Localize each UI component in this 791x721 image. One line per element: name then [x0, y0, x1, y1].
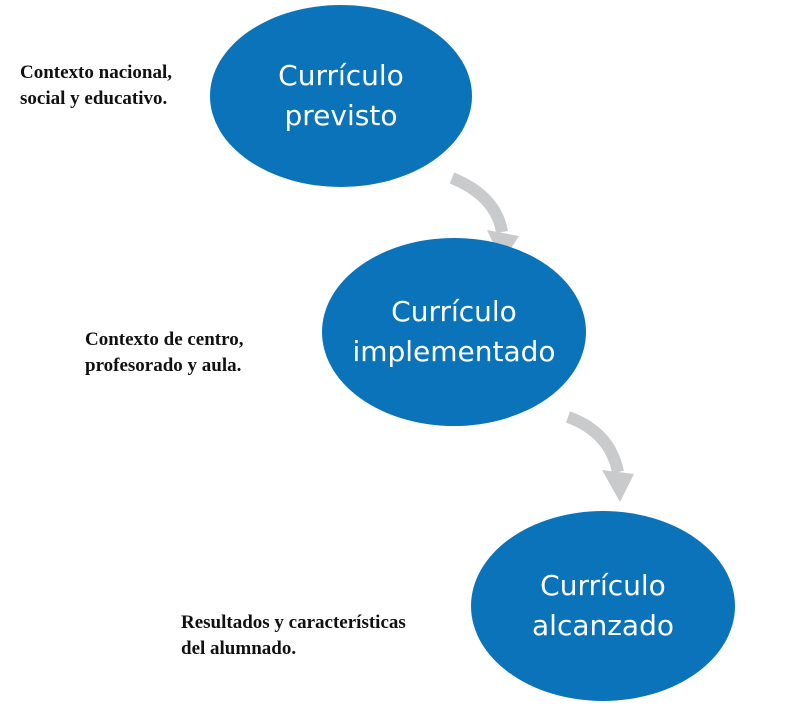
context-line-2: social y educativo. — [20, 88, 168, 109]
context-line-1: Resultados y características — [181, 612, 406, 633]
node-label-line-2: alcanzado — [532, 609, 674, 642]
node-label-line-1: Currículo — [540, 569, 666, 602]
node-curriculo-implementado: Currículo implementado — [322, 238, 586, 426]
context-line-2: profesorado y aula. — [85, 355, 242, 376]
node-label-line-1: Currículo — [391, 295, 517, 328]
context-line-1: Contexto de centro, — [85, 329, 244, 350]
arrow-implementado-to-alcanzado — [565, 411, 634, 502]
context-line-2: del alumnado. — [181, 638, 297, 659]
node-label-line-2: previsto — [284, 99, 398, 132]
node-label-line-1: Currículo — [278, 59, 404, 92]
node-curriculo-alcanzado: Currículo alcanzado — [471, 511, 735, 701]
context-nacional: Contexto nacional, social y educativo. — [20, 60, 172, 112]
node-label-line-2: implementado — [352, 335, 556, 368]
context-alumnado: Resultados y características del alumnad… — [181, 610, 406, 662]
context-centro: Contexto de centro, profesorado y aula. — [85, 327, 243, 379]
context-line-1: Contexto nacional, — [20, 62, 172, 83]
node-curriculo-previsto: Currículo previsto — [210, 5, 472, 187]
